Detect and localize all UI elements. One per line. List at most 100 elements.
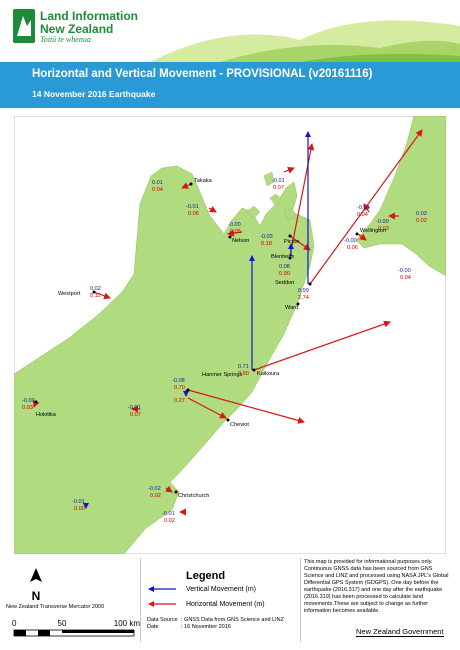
data-source-block: Data Source: GNSS Data from GNS Science … xyxy=(147,617,284,631)
station-15-vertical: -0.08 xyxy=(172,378,185,384)
station-16-horizontal: 0.03 xyxy=(22,405,33,411)
hills-graphic xyxy=(150,20,460,62)
place-cheviot: Cheviot xyxy=(230,422,249,428)
legend-horizontal-row: Horizontal Movement (m) xyxy=(148,600,265,608)
station-15-horizontal: 0.70 xyxy=(174,385,185,391)
disclaimer-text: This map is provided for informational p… xyxy=(304,559,449,614)
station-1-horizontal: 0.04 xyxy=(152,187,163,193)
station-1-vertical: 0.01 xyxy=(152,180,163,186)
station-10-vertical: 0.02 xyxy=(416,211,427,217)
station-17-vertical: -0.01 xyxy=(128,405,141,411)
north-arrow-icon: N xyxy=(30,568,42,603)
station-2-vertical: -0.01 xyxy=(272,178,285,184)
legend-horizontal-arrow-icon xyxy=(148,601,176,607)
station-13-horizontal: 0.11 xyxy=(90,293,100,299)
north-label: N xyxy=(32,589,41,603)
place-picton: Picton xyxy=(284,239,300,245)
h-arrow-nelson-west xyxy=(208,205,217,213)
station-4-vertical: -0.00 xyxy=(228,222,241,228)
station-6-vertical: 0.08 xyxy=(279,264,290,270)
legend-vertical-row: Vertical Movement (m) xyxy=(148,585,256,593)
h-arrow-wellington-north xyxy=(363,203,371,213)
station-14-vertical: 0.71 xyxy=(238,364,249,370)
legend-horizontal-label: Horizontal Movement (m) xyxy=(186,600,265,608)
legend-vertical-label: Vertical Movement (m) xyxy=(186,585,257,593)
h-arrow-nelson xyxy=(227,229,243,237)
h-arrow-wellington xyxy=(357,233,367,241)
station-8-horizontal: 0.04 xyxy=(357,212,368,218)
date-label: Date xyxy=(147,624,159,630)
station-12-vertical: -0.00 xyxy=(398,268,411,274)
station-11-horizontal: 0.06 xyxy=(347,245,358,251)
scale-tick-50: 50 xyxy=(58,619,67,628)
scale-tick-100: 100 km xyxy=(114,619,141,628)
station-20-horizontal: 0.00 xyxy=(74,506,85,512)
brand-name-line1: Land Information xyxy=(40,9,138,23)
h-arrow-kaikoura xyxy=(253,320,391,371)
h-arrow-hanmer xyxy=(187,389,305,424)
place-takaka: Takaka xyxy=(194,178,213,184)
h-arrow-westport xyxy=(93,291,111,300)
island-durville xyxy=(263,171,275,187)
station-21-horizontal: 0.02 xyxy=(164,518,175,524)
data-source-label: Data Source xyxy=(147,617,178,623)
scale-bar: 0 50 100 km xyxy=(12,619,141,637)
station-13-vertical: 0.02 xyxy=(90,286,101,292)
station-7-vertical: 0.99 xyxy=(298,288,309,294)
legend-vertical-arrow-icon xyxy=(148,586,176,592)
station-20-vertical: -0.01 xyxy=(72,499,85,505)
h-arrow-christchurch-west xyxy=(165,485,173,493)
place-ward: Ward xyxy=(285,305,298,311)
station-18-horizontal: 0.27 xyxy=(174,398,185,404)
station-21-vertical: -0.01 xyxy=(162,511,175,517)
place-westport: Westport xyxy=(58,291,81,297)
station-3-vertical: -0.01 xyxy=(186,204,199,210)
station-7-horizontal: 2.74 xyxy=(298,295,309,301)
header-strip: Land Information New Zealand Toitū te wh… xyxy=(0,0,460,62)
station-19-vertical: -0.02 xyxy=(148,486,161,492)
station-19-horizontal: 0.02 xyxy=(150,493,161,499)
place-seddon: Seddon xyxy=(275,280,294,286)
station-16-vertical: -0.00 xyxy=(22,398,35,404)
place-blenheim: Blenheim xyxy=(271,254,295,260)
place-wellington: Wellington xyxy=(360,228,386,234)
h-arrow-sounds xyxy=(283,166,295,174)
place-nelson: Nelson xyxy=(232,238,249,244)
station-11-vertical: -0.00 xyxy=(344,238,357,244)
projection-label: New Zealand Transverse Mercator 2000 xyxy=(6,604,105,610)
page-title: Horizontal and Vertical Movement - PROVI… xyxy=(32,68,373,80)
brand-tagline: Toitū te whenua xyxy=(40,35,91,44)
government-logo-text: New Zealand Government xyxy=(356,627,444,637)
station-3-horizontal: 0.06 xyxy=(188,211,199,217)
station-17-horizontal: 0.07 xyxy=(130,412,141,418)
station-14-horizontal: 0.90 xyxy=(238,371,249,377)
south-island xyxy=(14,165,315,554)
station-6-horizontal: 0.90 xyxy=(279,271,290,277)
station-5-vertical: -0.03 xyxy=(260,234,273,240)
footer-separator-left xyxy=(140,558,141,642)
linz-logo-icon xyxy=(13,9,35,43)
place-hokitika: Hokitika xyxy=(36,412,57,418)
movement-map: Takaka Nelson Picton Blenheim Seddon Wel… xyxy=(14,116,446,554)
place-christchurch: Christchurch xyxy=(178,493,209,499)
scale-tick-0: 0 xyxy=(12,619,17,628)
h-arrow-takaka xyxy=(181,182,192,189)
north-island xyxy=(355,116,446,277)
h-arrow-hanmer-south xyxy=(187,397,227,419)
station-10-horizontal: 0.02 xyxy=(416,218,427,224)
station-12-horizontal: 0.04 xyxy=(400,275,411,281)
station-4-horizontal: 0.05 xyxy=(230,229,241,235)
date-value: : 16 November 2016 xyxy=(181,624,231,630)
horizontal-arrows xyxy=(32,129,423,516)
title-banner xyxy=(0,62,460,108)
station-9-vertical: -0.00 xyxy=(376,219,389,225)
station-5-horizontal: 0.18 xyxy=(261,241,272,247)
place-hanmer-springs: Hanmer Springs xyxy=(202,372,243,378)
legend-title: Legend xyxy=(186,570,226,582)
town-dots xyxy=(34,182,359,494)
place-kaikoura: Kaikoura xyxy=(257,371,280,377)
station-8-vertical: -0.01 xyxy=(357,205,370,211)
station-2-horizontal: 0.07 xyxy=(273,185,284,191)
brand-name-line2: New Zealand xyxy=(40,22,114,36)
page-subtitle: 14 November 2016 Earthquake xyxy=(32,89,156,99)
